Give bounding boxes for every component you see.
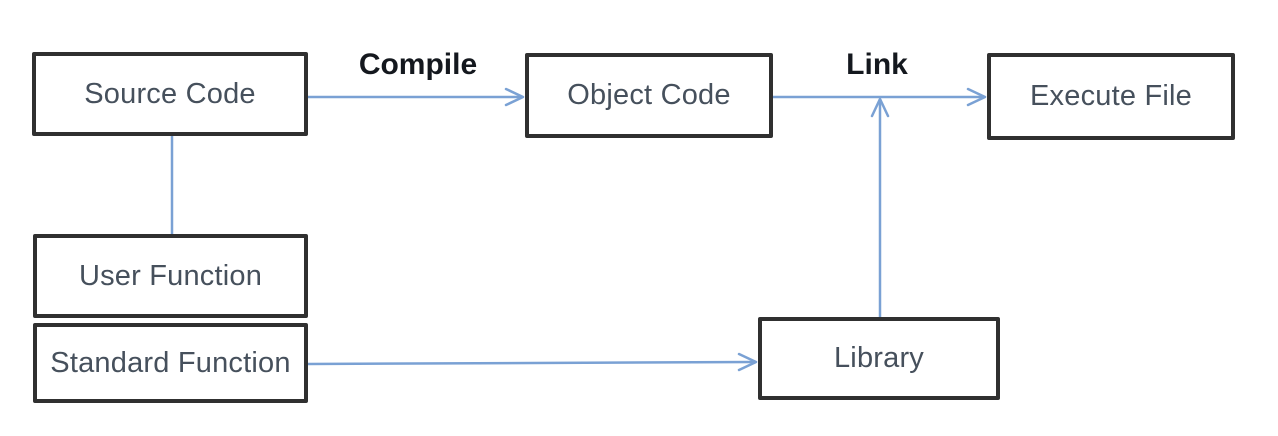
- node-standard-function-label: Standard Function: [50, 346, 291, 379]
- compile-edge-label: Compile: [358, 48, 478, 81]
- link-arrow: [771, 87, 987, 107]
- compile-arrow: [306, 87, 525, 107]
- node-object-code: Object Code: [525, 53, 773, 138]
- node-user-function-label: User Function: [78, 259, 263, 292]
- node-execute-file: Execute File: [987, 53, 1235, 140]
- library-to-link-arrow: [870, 97, 890, 319]
- link-edge-label: Link: [846, 48, 908, 81]
- node-object-code-label: Object Code: [567, 79, 731, 111]
- node-source-code: Source Code: [32, 52, 308, 136]
- standard-to-library-arrow: [306, 352, 758, 372]
- node-library: Library: [758, 317, 1000, 400]
- node-library-label: Library: [833, 342, 925, 374]
- node-standard-function: Standard Function: [33, 323, 308, 403]
- node-source-code-label: Source Code: [84, 77, 256, 110]
- node-user-function: User Function: [33, 234, 308, 318]
- node-execute-file-label: Execute File: [1030, 80, 1192, 112]
